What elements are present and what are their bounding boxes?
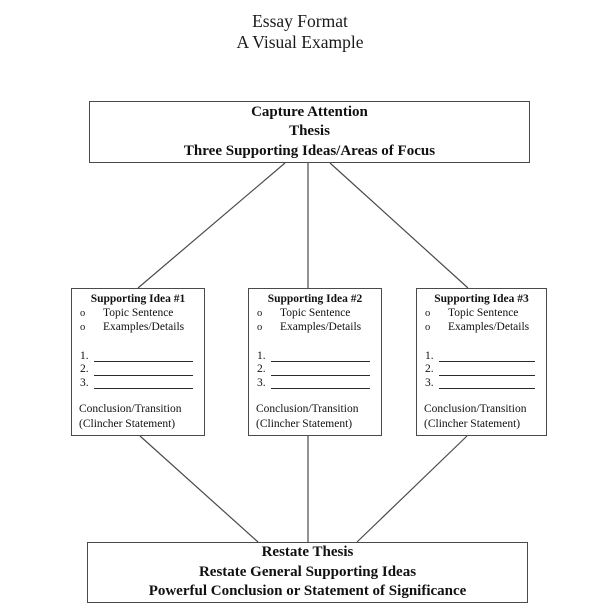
supporting-idea-3-box: Supporting Idea #3 o Topic Sentence o Ex… bbox=[416, 288, 547, 436]
diagram-title: Essay Format A Visual Example bbox=[0, 11, 600, 53]
supporting-idea-2-heading: Supporting Idea #2 bbox=[267, 293, 363, 305]
numbered-label: 1. bbox=[257, 349, 266, 362]
footer-clincher-statement: (Clincher Statement) bbox=[424, 417, 521, 430]
numbered-row-1: 1. bbox=[425, 350, 535, 364]
bullet-row: o Examples/Details bbox=[425, 321, 546, 335]
intro-line-supporting-ideas: Three Supporting Ideas/Areas of Focus bbox=[183, 142, 436, 159]
bullet-examples-details: Examples/Details bbox=[103, 321, 185, 333]
supporting-idea-1-heading: Supporting Idea #1 bbox=[90, 293, 186, 305]
intro-line-thesis: Thesis bbox=[289, 123, 330, 140]
footer-conclusion-transition: Conclusion/Transition bbox=[424, 403, 527, 415]
bullet-row: o Examples/Details bbox=[257, 321, 381, 335]
numbered-label: 2. bbox=[80, 363, 89, 375]
idea-footer: Conclusion/Transition (Clincher Statemen… bbox=[256, 402, 381, 431]
bullet-row: o Examples/Details bbox=[80, 321, 204, 335]
conclusion-line-restate-thesis: Restate Thesis bbox=[261, 544, 354, 561]
bullet-icon: o bbox=[425, 322, 431, 333]
numbered-row-2: 2. bbox=[425, 363, 535, 377]
intro-box: Capture Attention Thesis Three Supportin… bbox=[89, 101, 530, 163]
bullet-topic-sentence: Topic Sentence bbox=[103, 307, 174, 319]
blank-line bbox=[93, 387, 193, 389]
bullet-icon: o bbox=[257, 322, 263, 333]
idea-footer: Conclusion/Transition (Clincher Statemen… bbox=[424, 402, 546, 431]
bullet-icon: o bbox=[257, 308, 263, 319]
numbered-row-2: 2. bbox=[257, 363, 370, 377]
blank-line bbox=[438, 387, 535, 389]
connector-thesis-to-idea3 bbox=[329, 162, 469, 289]
connector-idea1-to-conclusion bbox=[139, 435, 259, 543]
numbered-row-3: 3. bbox=[257, 377, 370, 391]
bullet-row: o Topic Sentence bbox=[80, 307, 204, 321]
supporting-idea-1-box: Supporting Idea #1 o Topic Sentence o Ex… bbox=[71, 288, 205, 436]
footer-clincher-statement: (Clincher Statement) bbox=[79, 417, 176, 430]
numbered-label: 2. bbox=[425, 363, 434, 375]
bullet-icon: o bbox=[80, 308, 86, 319]
footer-conclusion-transition: Conclusion/Transition bbox=[256, 403, 359, 415]
supporting-idea-2-box: Supporting Idea #2 o Topic Sentence o Ex… bbox=[248, 288, 382, 436]
blank-line bbox=[270, 374, 370, 376]
numbered-row-2: 2. bbox=[80, 363, 193, 377]
blank-line bbox=[438, 360, 535, 362]
numbered-label: 3. bbox=[257, 376, 266, 389]
numbered-blank-lines: 1. 2. 3. bbox=[72, 350, 204, 391]
footer-conclusion-transition: Conclusion/Transition bbox=[79, 403, 182, 415]
blank-line bbox=[93, 360, 193, 362]
bullet-examples-details: Examples/Details bbox=[280, 321, 362, 333]
blank-line bbox=[93, 374, 193, 376]
connector-idea3-to-conclusion bbox=[356, 435, 468, 543]
title-line-1: Essay Format bbox=[252, 11, 348, 31]
bullet-topic-sentence: Topic Sentence bbox=[280, 307, 351, 319]
numbered-label: 1. bbox=[80, 349, 89, 362]
numbered-row-3: 3. bbox=[425, 377, 535, 391]
numbered-label: 3. bbox=[425, 376, 434, 389]
bullet-row: o Topic Sentence bbox=[425, 307, 546, 321]
numbered-label: 3. bbox=[80, 376, 89, 389]
numbered-blank-lines: 1. 2. 3. bbox=[417, 350, 546, 391]
bullet-topic-sentence: Topic Sentence bbox=[448, 307, 519, 319]
numbered-row-3: 3. bbox=[80, 377, 193, 391]
blank-line bbox=[438, 374, 535, 376]
blank-line bbox=[270, 360, 370, 362]
title-line-2: A Visual Example bbox=[236, 32, 364, 52]
supporting-idea-3-heading: Supporting Idea #3 bbox=[434, 293, 529, 305]
bullet-examples-details: Examples/Details bbox=[448, 321, 530, 333]
intro-line-capture-attention: Capture Attention bbox=[251, 103, 368, 120]
conclusion-line-restate-ideas: Restate General Supporting Ideas bbox=[198, 563, 417, 580]
bullet-icon: o bbox=[80, 322, 86, 333]
numbered-row-1: 1. bbox=[257, 350, 370, 364]
numbered-label: 2. bbox=[257, 363, 266, 375]
bullet-icon: o bbox=[425, 308, 431, 319]
conclusion-box: Restate Thesis Restate General Supportin… bbox=[87, 542, 528, 603]
bullet-row: o Topic Sentence bbox=[257, 307, 381, 321]
connector-thesis-to-idea1 bbox=[137, 162, 286, 289]
numbered-row-1: 1. bbox=[80, 350, 193, 364]
conclusion-line-powerful-conclusion: Powerful Conclusion or Statement of Sign… bbox=[148, 583, 467, 600]
numbered-label: 1. bbox=[425, 349, 434, 362]
idea-footer: Conclusion/Transition (Clincher Statemen… bbox=[79, 402, 204, 431]
blank-line bbox=[270, 387, 370, 389]
footer-clincher-statement: (Clincher Statement) bbox=[256, 417, 353, 430]
numbered-blank-lines: 1. 2. 3. bbox=[249, 350, 381, 391]
